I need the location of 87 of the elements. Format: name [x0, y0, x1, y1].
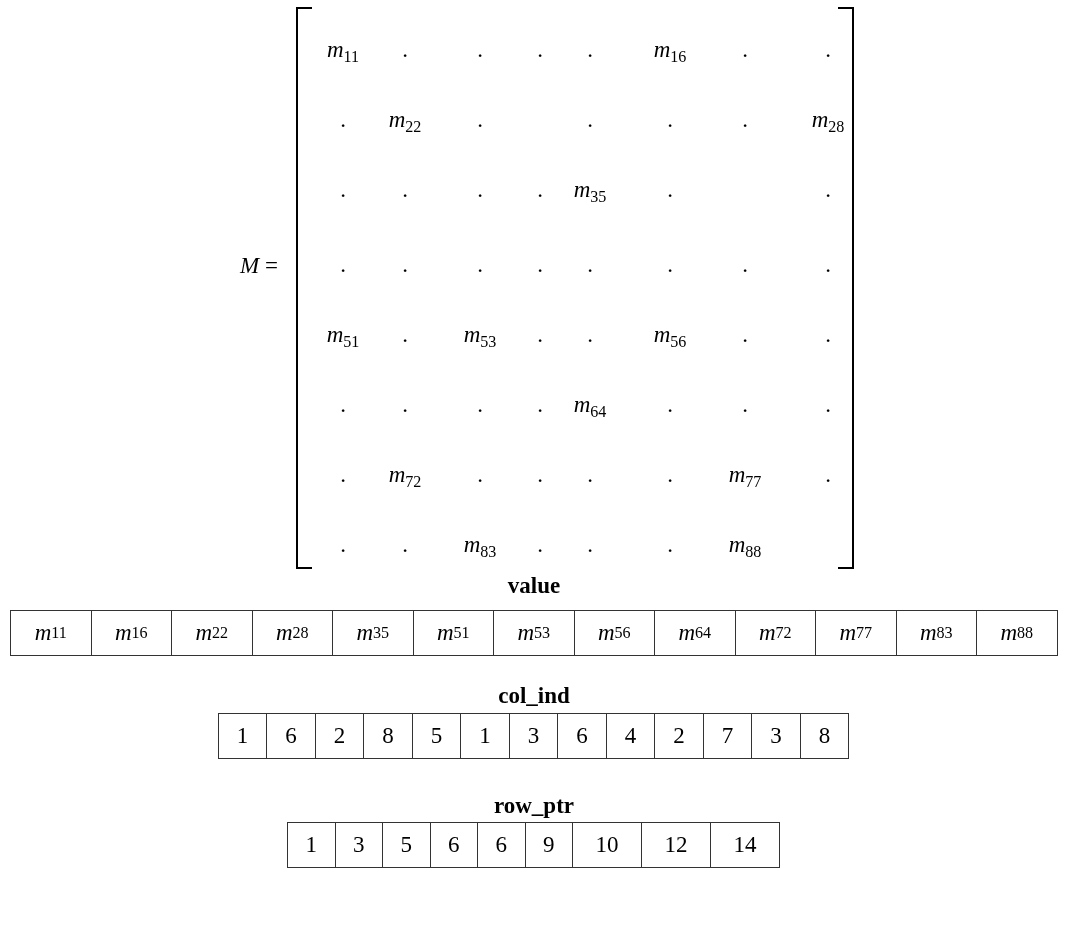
matrix-entry: .: [825, 393, 831, 416]
index-cell: 3: [508, 713, 559, 759]
matrix-entry: m$_{56}$: [653, 323, 687, 346]
matrix-entry: .: [477, 393, 483, 416]
matrix-entry: .: [587, 38, 593, 61]
array-heading: value: [507, 574, 561, 597]
matrix-entry: .: [667, 178, 673, 201]
matrix-entry: .: [537, 38, 543, 61]
index-cell: 8: [363, 713, 413, 759]
matrix-entry: .: [537, 463, 543, 486]
array-heading: row_ptr: [493, 794, 575, 817]
matrix-name: M =: [240, 254, 278, 277]
index-cell: 1: [460, 713, 510, 759]
matrix-entry: .: [340, 178, 346, 201]
matrix-entry: .: [742, 393, 748, 416]
matrix-entry: .: [825, 323, 831, 346]
matrix-entry: .: [402, 38, 408, 61]
matrix-entry: .: [667, 393, 673, 416]
index-cell: 6: [477, 822, 526, 868]
matrix-entry: .: [825, 38, 831, 61]
matrix-entry: .: [667, 463, 673, 486]
matrix-entry: m$_{51}$: [326, 323, 360, 346]
index-cell: 1: [287, 822, 336, 868]
index-cell: 10: [572, 822, 642, 868]
matrix-entry: .: [587, 108, 593, 131]
matrix-entry: m$_{83}$: [463, 533, 497, 556]
matrix-entry: .: [667, 108, 673, 131]
matrix-entry: m$_{28}$: [811, 108, 845, 131]
matrix-entry: .: [537, 533, 543, 556]
matrix-entry: .: [402, 178, 408, 201]
index-cell: 9: [524, 822, 573, 868]
matrix-entry: .: [825, 178, 831, 201]
matrix-entry: .: [477, 178, 483, 201]
matrix-entry: .: [402, 253, 408, 276]
matrix-entry: .: [402, 323, 408, 346]
matrix-entry: .: [340, 393, 346, 416]
index-cell: 2: [314, 713, 365, 759]
index-cell: 6: [429, 822, 478, 868]
matrix-entry: .: [825, 463, 831, 486]
matrix-entry: .: [587, 253, 593, 276]
matrix-entry: m$_{53}$: [463, 323, 497, 346]
matrix-entry: .: [340, 108, 346, 131]
matrix-entry: .: [477, 38, 483, 61]
matrix-entry: .: [742, 253, 748, 276]
matrix-entry: .: [742, 38, 748, 61]
index-cell: 1: [217, 713, 268, 759]
matrix-entry: .: [537, 323, 543, 346]
matrix-entry: .: [340, 533, 346, 556]
matrix-entry: .: [340, 253, 346, 276]
matrix-entry: .: [340, 463, 346, 486]
index-cell: 8: [799, 713, 850, 759]
matrix-entry: .: [667, 533, 673, 556]
index-cell: 6: [557, 713, 607, 759]
index-cell: 12: [641, 822, 711, 868]
matrix-entry: .: [477, 108, 483, 131]
matrix-entry: m$_{72}$: [388, 463, 422, 486]
index-cell: 5: [382, 822, 431, 868]
matrix-entry: .: [742, 323, 748, 346]
index-cell: 7: [702, 713, 753, 759]
matrix-entry: .: [587, 463, 593, 486]
matrix-entry: m$_{16}$: [653, 38, 687, 61]
index-cell: 4: [605, 713, 656, 759]
matrix-entry: .: [537, 253, 543, 276]
array-heading: col_ind: [498, 684, 570, 707]
matrix-entry: .: [587, 323, 593, 346]
matrix-entry: .: [402, 393, 408, 416]
index-cell: 6: [266, 713, 316, 759]
matrix-entry: m$_{77}$: [728, 463, 762, 486]
matrix-entry: .: [825, 253, 831, 276]
index-cell: 2: [654, 713, 704, 759]
matrix-entry: m$_{22}$: [388, 108, 422, 131]
index-cell: 5: [411, 713, 462, 759]
matrix-entry: .: [477, 253, 483, 276]
matrix-entry: m$_{35}$: [573, 178, 607, 201]
matrix-entry: .: [537, 393, 543, 416]
matrix-entry: .: [402, 533, 408, 556]
matrix-entry: m$_{11}$: [326, 38, 360, 61]
matrix-entry: m$_{64}$: [573, 393, 607, 416]
index-cell: 3: [334, 822, 383, 868]
matrix-entry: .: [537, 178, 543, 201]
matrix-entry: .: [667, 253, 673, 276]
matrix-entry: .: [587, 533, 593, 556]
index-cell: 3: [751, 713, 801, 759]
matrix-entry: m$_{88}$: [728, 533, 762, 556]
matrix-entry: .: [477, 463, 483, 486]
index-cell: 14: [710, 822, 780, 868]
matrix-entry: .: [742, 108, 748, 131]
